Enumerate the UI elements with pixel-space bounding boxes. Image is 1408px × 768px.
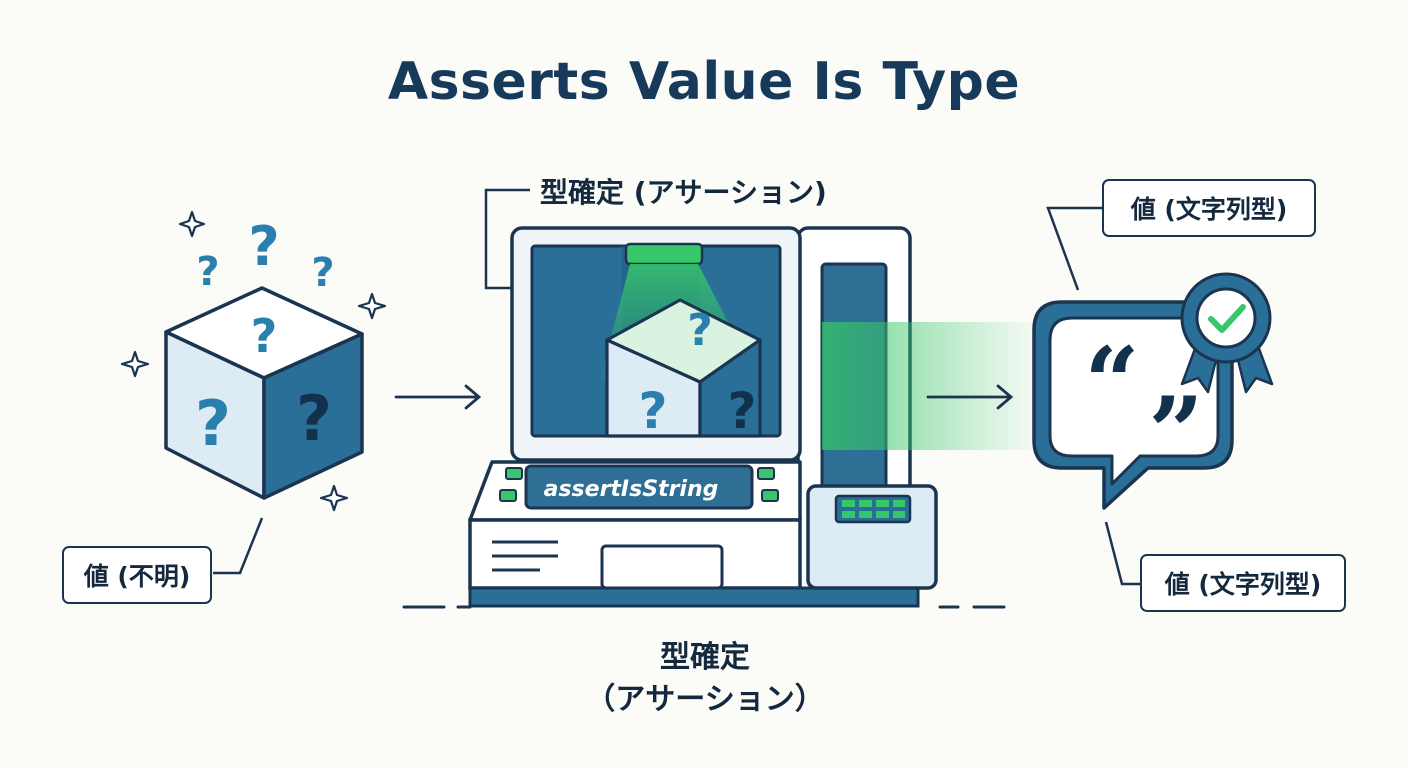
indicator-light	[499, 489, 517, 502]
scanned-cube-question-mark: ?	[638, 382, 667, 440]
machine-caption-line2: （アサーション）	[585, 682, 825, 717]
open-quote-icon: “	[1084, 326, 1139, 439]
keypad-keys	[842, 500, 905, 518]
sparkle-icon	[319, 484, 349, 512]
sparkle-icon	[178, 210, 206, 238]
unknown-value-cube: ? ? ?	[164, 286, 364, 500]
machine-screen-text: assertIsString	[544, 477, 719, 502]
machine-label-leader	[484, 188, 530, 290]
cube-top-question-mark: ?	[251, 309, 278, 363]
indicator-light	[757, 467, 775, 480]
floating-question-mark: ?	[248, 215, 279, 278]
sparkle-icons	[120, 210, 387, 512]
cube-right-question-mark: ?	[296, 382, 332, 455]
floating-question-mark: ?	[196, 249, 219, 295]
machine-screen	[524, 464, 754, 510]
machine-caption-line1: 型確定	[660, 640, 750, 675]
input-label-leader	[213, 517, 264, 575]
string-value-bubble: “ ”	[1032, 300, 1234, 510]
output-top-label-leader	[1046, 206, 1104, 291]
machine-top-label: 型確定 (アサーション)	[540, 176, 827, 209]
verified-badge-icon	[1180, 272, 1274, 394]
check-icon	[1208, 304, 1246, 333]
close-quote-icon: ”	[1148, 376, 1203, 489]
output-beam	[822, 322, 1042, 450]
arrow-right-icon	[394, 384, 482, 410]
sparkle-icon	[357, 292, 387, 320]
scanned-cube-question-mark: ?	[727, 382, 756, 440]
indicator-light	[761, 489, 779, 502]
scanner-lamp	[624, 242, 704, 266]
sparkle-icon	[120, 350, 150, 378]
floating-question-marks: ? ? ?	[196, 215, 334, 296]
output-top-label: 値 (文字列型)	[1102, 179, 1316, 237]
floating-question-mark: ?	[311, 250, 334, 296]
scanned-cube: ? ? ?	[605, 298, 762, 440]
arrow-right-icon	[926, 384, 1014, 410]
assertion-machine: ? ? ? assertIsString	[402, 188, 1042, 609]
indicator-light	[505, 467, 523, 480]
diagram-title: Asserts Value Is Type	[387, 52, 1021, 112]
output-slot	[600, 544, 724, 590]
cube-left-question-mark: ?	[195, 387, 231, 460]
output-bottom-label: 値 (文字列型)	[1140, 554, 1346, 612]
output-bottom-label-leader	[1104, 521, 1140, 586]
input-value-label: 値 (不明)	[62, 546, 212, 604]
scanned-cube-question-mark: ?	[687, 305, 713, 356]
